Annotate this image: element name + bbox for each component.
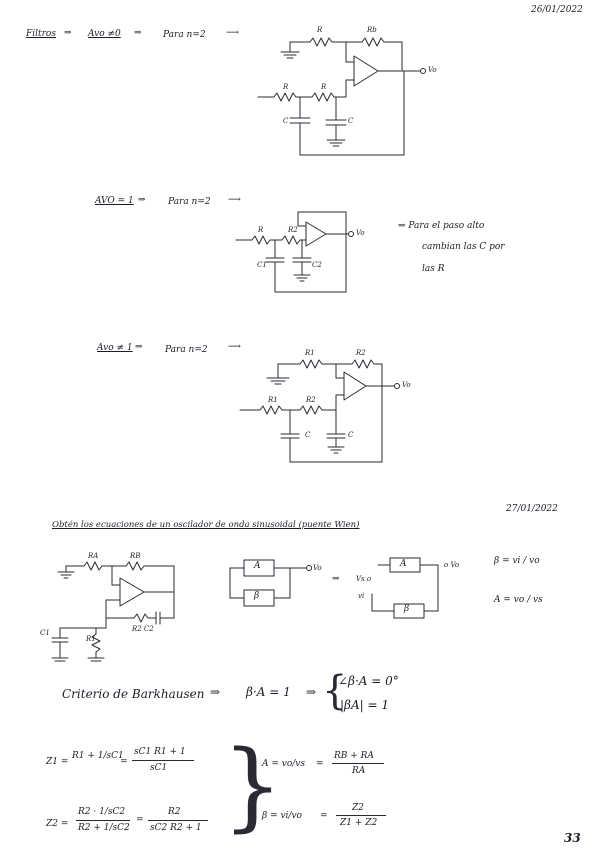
z1-denominator: sC1 <box>150 763 168 773</box>
z1-mid: R1 + 1/sC1 <box>72 751 124 761</box>
para-n-label: Para n=2 <box>163 30 206 40</box>
z1-fraction-bar <box>132 760 194 761</box>
date-middle: 27/01/2022 <box>506 504 558 514</box>
label-rb-wien: RB <box>130 552 141 560</box>
label-vo-s2: Vo <box>356 229 365 237</box>
label-r1-top-s3: R1 <box>305 349 315 357</box>
label-c1: C <box>283 117 289 125</box>
criterion-equation: β·A = 1 <box>246 685 291 699</box>
a-fraction-bar <box>332 763 384 764</box>
block2-a: A <box>400 559 407 569</box>
brace-equations: } <box>222 730 284 842</box>
label-vs: Vs o <box>356 575 372 583</box>
label-c1-s3: C <box>305 431 311 439</box>
a-lhs: A = vo/vs <box>262 759 306 769</box>
z2-equals: = <box>136 815 144 825</box>
label-c1-s2: C1 <box>257 261 267 269</box>
a-numerator: RB + RA <box>334 751 374 761</box>
section4-heading: Obtén los ecuaciones de un oscilador de … <box>52 520 360 530</box>
label-c1-wien: C1 <box>40 629 50 637</box>
label-r-s2: R <box>258 226 264 234</box>
b-equals: = <box>320 811 328 821</box>
section3-para: Para n=2 <box>165 345 208 355</box>
criterion-label: Criterio de Barkhausen <box>62 687 205 701</box>
label-vo-1: Vo <box>428 66 437 74</box>
label-r2-top-s3: R2 <box>356 349 366 357</box>
section3-arrow2: ⟶ <box>228 342 241 352</box>
section2-arrow: ⇒ <box>138 195 146 205</box>
implies-arrow: ⇒ <box>306 685 317 699</box>
arrow-1: ⇒ <box>64 28 72 38</box>
section2-para: Para n=2 <box>168 197 211 207</box>
block-a: A <box>254 561 261 571</box>
z2-lhs: Z2 = <box>46 819 69 829</box>
z1-numerator: sC1 R1 + 1 <box>134 747 186 757</box>
label-c2-s2: C2 <box>312 261 322 269</box>
b-denominator: Z1 + Z2 <box>340 818 378 828</box>
z2-numerator-2: R2 <box>168 807 181 817</box>
a-equals: = <box>316 759 324 769</box>
note-line-2: cambian las C por <box>422 242 505 252</box>
section2-arrow2: ⟶ <box>228 195 241 205</box>
label-r2c2-wien: R2 C2 <box>132 625 154 633</box>
label-ovo: o Vo <box>444 561 460 569</box>
label-rb-top: Rb <box>367 26 377 34</box>
z2-numerator-1: R2 · 1/sC2 <box>78 807 126 817</box>
criterion-arrow: ⇒ <box>210 685 221 699</box>
beta-equation: β = vi / vo <box>494 556 540 566</box>
label-vi: vi <box>358 592 365 600</box>
brace-conditions: { <box>322 668 348 714</box>
label-ra-wien: RA <box>88 552 99 560</box>
block-arrow: ⇒ <box>332 574 340 584</box>
a-denominator: RA <box>352 766 366 776</box>
note-line-3: las R <box>422 264 445 274</box>
z1-lhs: Z1 = <box>46 757 69 767</box>
label-r1-wien: R1 <box>86 635 96 643</box>
block-beta: β <box>254 591 260 601</box>
section2-title: AVO = 1 <box>95 196 134 206</box>
b-fraction-bar <box>336 815 386 816</box>
label-c2: C <box>348 117 354 125</box>
arrow-2: ⇒ <box>134 28 142 38</box>
filtros-heading: Filtros <box>26 29 56 39</box>
z2-fraction-bar-1 <box>76 820 130 821</box>
label-r-bottom-1: R <box>283 83 289 91</box>
z2-denominator-1: R2 + 1/sC2 <box>78 823 130 833</box>
label-r-bottom-2: R <box>321 83 327 91</box>
note-line-1: ⇒ Para el paso alto <box>398 221 485 231</box>
condition-phase: ∠β·A = 0° <box>338 674 399 688</box>
z2-denominator-2: sC2 R2 + 1 <box>150 823 202 833</box>
b-lhs: β = vi/vo <box>262 811 302 821</box>
label-r2-s3: R2 <box>306 396 316 404</box>
page-number: 33 <box>564 831 581 845</box>
label-r1-s3: R1 <box>268 396 278 404</box>
label-vo-s3: Vo <box>402 381 411 389</box>
label-c2-s3: C <box>348 431 354 439</box>
section3-title: Avo ≠ 1 <box>97 343 133 353</box>
section3-arrow: ⇒ <box>135 342 143 352</box>
label-vo-block: Vo <box>313 564 322 572</box>
label-r2-s2: R2 <box>288 226 298 234</box>
condition-magnitude: |βA| = 1 <box>340 698 390 712</box>
a-equation: A = vo / vs <box>494 595 543 605</box>
avo-label: Avo ≠0 <box>88 29 121 39</box>
date-top: 26/01/2022 <box>531 5 583 15</box>
b-numerator: Z2 <box>352 803 364 813</box>
block2-beta: β <box>404 604 410 614</box>
z1-equals: = <box>120 757 128 767</box>
label-r-top: R <box>317 26 323 34</box>
z2-fraction-bar-2 <box>148 820 208 821</box>
arrow-3: ⟶ <box>226 28 239 38</box>
